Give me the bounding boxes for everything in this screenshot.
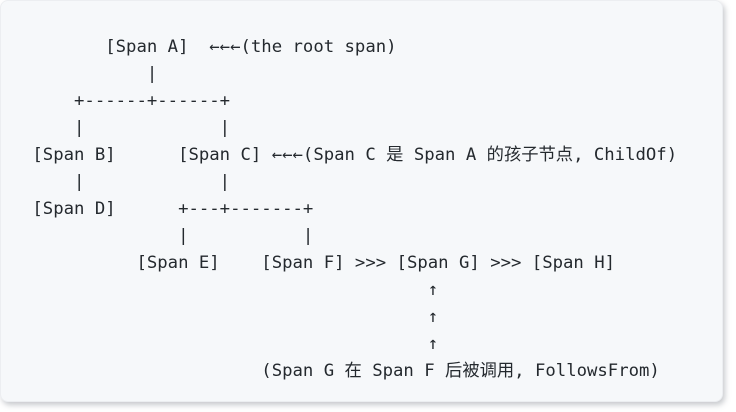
diagram-line: | |: [22, 172, 231, 192]
diagram-line: ↑: [22, 334, 439, 354]
diagram-line: [Span B] [Span C] ←←←(Span C 是 Span A 的孩…: [22, 145, 678, 165]
diagram-line: ↑: [22, 307, 439, 327]
diagram-line: ↑: [22, 280, 439, 300]
ascii-span-tree-diagram: [Span A] ←←←(the root span) | +------+--…: [1, 1, 722, 385]
diagram-line: (Span G 在 Span F 后被调用, FollowsFrom): [22, 361, 660, 381]
diagram-line: | |: [22, 226, 314, 246]
diagram-line: [Span A] ←←←(the root span): [22, 37, 397, 57]
diagram-line: |: [22, 64, 158, 84]
diagram-line: | |: [22, 118, 231, 138]
code-block-panel: [Span A] ←←←(the root span) | +------+--…: [0, 0, 723, 402]
diagram-line: [Span D] +---+-------+: [22, 199, 314, 219]
diagram-line: [Span E] [Span F] >>> [Span G] >>> [Span…: [22, 253, 616, 273]
diagram-line: +------+------+: [22, 91, 231, 111]
